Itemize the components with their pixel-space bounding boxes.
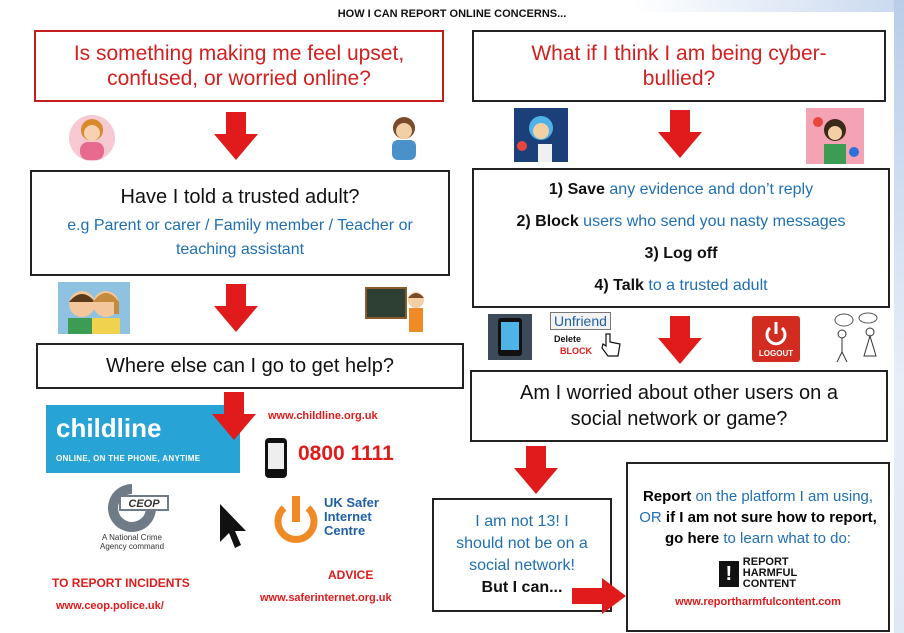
childline-name: childline <box>56 413 162 443</box>
report-bold-2: if I am not sure how to report, go here <box>665 509 877 547</box>
sad-boy-icon <box>382 112 426 164</box>
step-talk: 4) Talk to a trusted adult <box>594 277 768 294</box>
ceop-label: TO REPORT INCIDENTS <box>52 576 190 590</box>
cyberbullied-box: What if I think I am being cyber-bullied… <box>472 30 886 102</box>
step-logoff-bold: Log off <box>663 245 718 262</box>
childline-url[interactable]: www.childline.org.uk <box>268 410 378 422</box>
report-harmful-content-logo[interactable]: ! REPORT HARMFUL CONTENT <box>718 556 798 590</box>
not-13-line-1: I am not 13! I <box>475 513 569 530</box>
upset-user-icon <box>514 108 568 162</box>
top-edge <box>0 0 904 12</box>
childline-logo[interactable]: childline ONLINE, ON THE PHONE, ANYTIME <box>46 405 240 473</box>
parents-icon <box>58 282 130 334</box>
hand-pointer-icon <box>601 333 621 357</box>
ceop-logo[interactable]: CEOP <box>90 480 174 532</box>
down-arrow-icon <box>658 110 702 158</box>
cyberbully-steps-box: 1) Save any evidence and don’t reply 2) … <box>472 168 890 308</box>
report-url[interactable]: www.reportharmfulcontent.com <box>675 596 841 608</box>
question-upset-text: Is something making me feel upset, confu… <box>73 42 405 90</box>
step-block: 2) Block users who send you nasty messag… <box>516 213 846 230</box>
rhc-words: REPORT HARMFUL CONTENT <box>742 556 798 590</box>
delete-label: Delete <box>554 334 582 344</box>
ceop-logo-text: CEOP <box>128 498 160 510</box>
report-bold-1: Report <box>642 488 692 505</box>
exclamation-icon: ! <box>718 560 739 587</box>
sad-girl-icon <box>68 110 116 166</box>
step-save-bold: Save <box>567 181 605 198</box>
right-edge <box>894 0 904 633</box>
down-arrow-icon <box>514 446 558 494</box>
safer-internet-url[interactable]: www.saferinternet.org.uk <box>260 592 392 604</box>
cyberbullied-question: What if I think I am being cyber-bullied… <box>531 42 827 90</box>
step-save: 1) Save any evidence and don’t reply <box>548 181 814 198</box>
step-block-text: users who send you nasty messages <box>583 213 846 230</box>
ceop-url[interactable]: www.ceop.police.uk/ <box>56 600 164 612</box>
trusted-adult-question: Have I told a trusted adult? <box>120 186 360 208</box>
not-13-line-2: should not be on a <box>456 535 588 552</box>
down-arrow-icon <box>658 316 702 364</box>
worried-users-box: Am I worried about other users on a soci… <box>470 370 888 442</box>
smartphone-icon <box>488 314 532 360</box>
block-label: BLOCK <box>560 346 592 356</box>
step-logoff: 3) Log off <box>644 245 718 262</box>
trusted-adult-box: Have I told a trusted adult? e.g Parent … <box>30 170 450 276</box>
trusted-adult-examples: e.g Parent or carer / Family member / Te… <box>67 217 413 258</box>
safer-internet-name: UK Safer Internet Centre <box>324 495 379 538</box>
teacher-icon <box>364 284 430 334</box>
down-arrow-icon <box>212 392 256 440</box>
report-text-1: on the platform I am using, OR <box>639 488 874 526</box>
phone-icon <box>265 438 287 478</box>
stick-figures-icon <box>826 312 884 364</box>
ceop-caption: A National Crime Agency command <box>99 533 165 551</box>
not-13-line-3: social network! <box>469 557 575 574</box>
but-i-can: But I can... <box>481 579 563 596</box>
logout-label: LOGOUT <box>758 349 794 358</box>
where-else-question: Where else can I go to get help? <box>106 355 394 377</box>
down-arrow-icon <box>214 112 258 160</box>
right-arrow-icon <box>572 578 626 614</box>
report-text-2: to learn what to do: <box>723 530 851 547</box>
step-talk-bold: Talk <box>613 277 644 294</box>
childline-tagline: ONLINE, ON THE PHONE, ANYTIME <box>56 454 201 463</box>
childline-phone: 0800 1111 <box>298 442 394 465</box>
step-block-bold: Block <box>535 213 579 230</box>
step-talk-text: to a trusted adult <box>648 277 768 294</box>
report-instructions: Report on the platform I am using, OR if… <box>636 486 880 549</box>
report-box: Report on the platform I am using, OR if… <box>626 462 890 632</box>
where-else-box: Where else can I go to get help? <box>36 343 464 389</box>
step-save-text: any evidence and don’t reply <box>609 181 814 198</box>
bullied-user-icon <box>806 108 864 164</box>
safer-internet-logo[interactable]: UK Safer Internet Centre <box>272 490 392 548</box>
page-title: HOW I CAN REPORT ONLINE CONCERNS... <box>337 8 567 20</box>
question-upset-box: Is something making me feel upset, confu… <box>34 30 444 102</box>
unfriend-block-icon: Unfriend Delete BLOCK <box>550 312 626 362</box>
unfriend-label: Unfriend <box>550 312 611 330</box>
logout-icon: LOGOUT <box>752 316 800 362</box>
cursor-icon <box>218 502 248 550</box>
safer-internet-label: ADVICE <box>328 568 374 582</box>
down-arrow-icon <box>214 284 258 332</box>
worried-users-question: Am I worried about other users on a soci… <box>520 382 838 430</box>
